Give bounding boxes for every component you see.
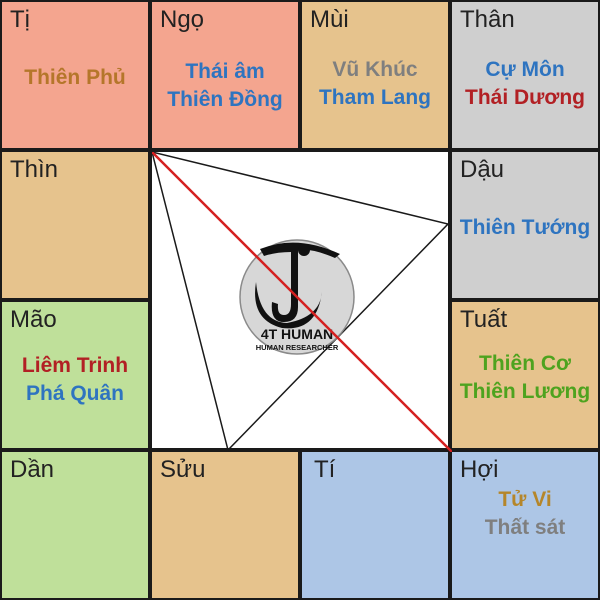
palace-name: Thân bbox=[460, 6, 515, 33]
palace-name: Hợi bbox=[460, 456, 499, 483]
star-list: Thiên Phủ bbox=[2, 64, 148, 92]
palace-name: Sửu bbox=[160, 456, 206, 483]
palace-ti-top[interactable]: Tị Thiên Phủ bbox=[0, 0, 150, 150]
star-name: Thiên Tướng bbox=[459, 216, 591, 239]
star-name: Thiên Lương bbox=[459, 380, 591, 403]
star-name: Thiên Phủ bbox=[24, 66, 126, 89]
star-name: Thất sát bbox=[484, 516, 566, 539]
logo-title: 4T HUMAN bbox=[261, 326, 333, 342]
star-list: Thiên Tướng bbox=[452, 214, 598, 242]
palace-name: Tị bbox=[10, 6, 30, 33]
palace-thin[interactable]: Thìn bbox=[0, 150, 150, 300]
star-list: Tử Vi Thất sát bbox=[452, 486, 598, 542]
star-name: Vũ Khúc bbox=[332, 58, 418, 81]
star-name: Tử Vi bbox=[498, 488, 552, 511]
center-panel: 4T HUMAN HUMAN RESEARCHER bbox=[150, 150, 452, 452]
star-name: Liêm Trinh bbox=[21, 354, 129, 377]
palace-name: Ngọ bbox=[160, 6, 205, 33]
star-name: Thái Dương bbox=[465, 86, 585, 109]
palace-name: Mão bbox=[10, 306, 57, 333]
palace-name: Tuất bbox=[460, 306, 508, 333]
palace-ngo[interactable]: Ngọ Thái âm Thiên Đồng bbox=[150, 0, 300, 150]
star-name: Thái âm bbox=[185, 60, 265, 83]
logo-subtitle: HUMAN RESEARCHER bbox=[256, 343, 339, 352]
star-list: Thái âm Thiên Đồng bbox=[152, 58, 298, 114]
palace-name: Thìn bbox=[10, 156, 59, 183]
red-diagonal bbox=[152, 152, 452, 452]
palace-ti-bottom[interactable]: Tí bbox=[300, 450, 450, 600]
logo-head bbox=[298, 244, 310, 256]
center-diagram: 4T HUMAN HUMAN RESEARCHER bbox=[152, 152, 452, 452]
star-name: Thiên Cơ bbox=[479, 352, 571, 375]
palace-name: Dần bbox=[10, 456, 55, 483]
palace-dan[interactable]: Dần bbox=[0, 450, 150, 600]
palace-hoi[interactable]: Hợi Tử Vi Thất sát bbox=[450, 450, 600, 600]
palace-dau[interactable]: Dậu Thiên Tướng bbox=[450, 150, 600, 300]
palace-tuat[interactable]: Tuất Thiên Cơ Thiên Lương bbox=[450, 300, 600, 450]
palace-name: Mùi bbox=[310, 6, 349, 33]
star-name: Tham Lang bbox=[318, 86, 431, 109]
star-list: Thiên Cơ Thiên Lương bbox=[452, 350, 598, 406]
star-name: Thiên Đồng bbox=[167, 88, 283, 111]
palace-name: Tí bbox=[314, 456, 336, 483]
star-name: Cự Môn bbox=[485, 58, 565, 81]
star-name: Phá Quân bbox=[25, 382, 125, 405]
palace-name: Dậu bbox=[460, 156, 505, 183]
logo-figure-icon bbox=[260, 242, 340, 322]
palace-suu[interactable]: Sửu bbox=[150, 450, 300, 600]
